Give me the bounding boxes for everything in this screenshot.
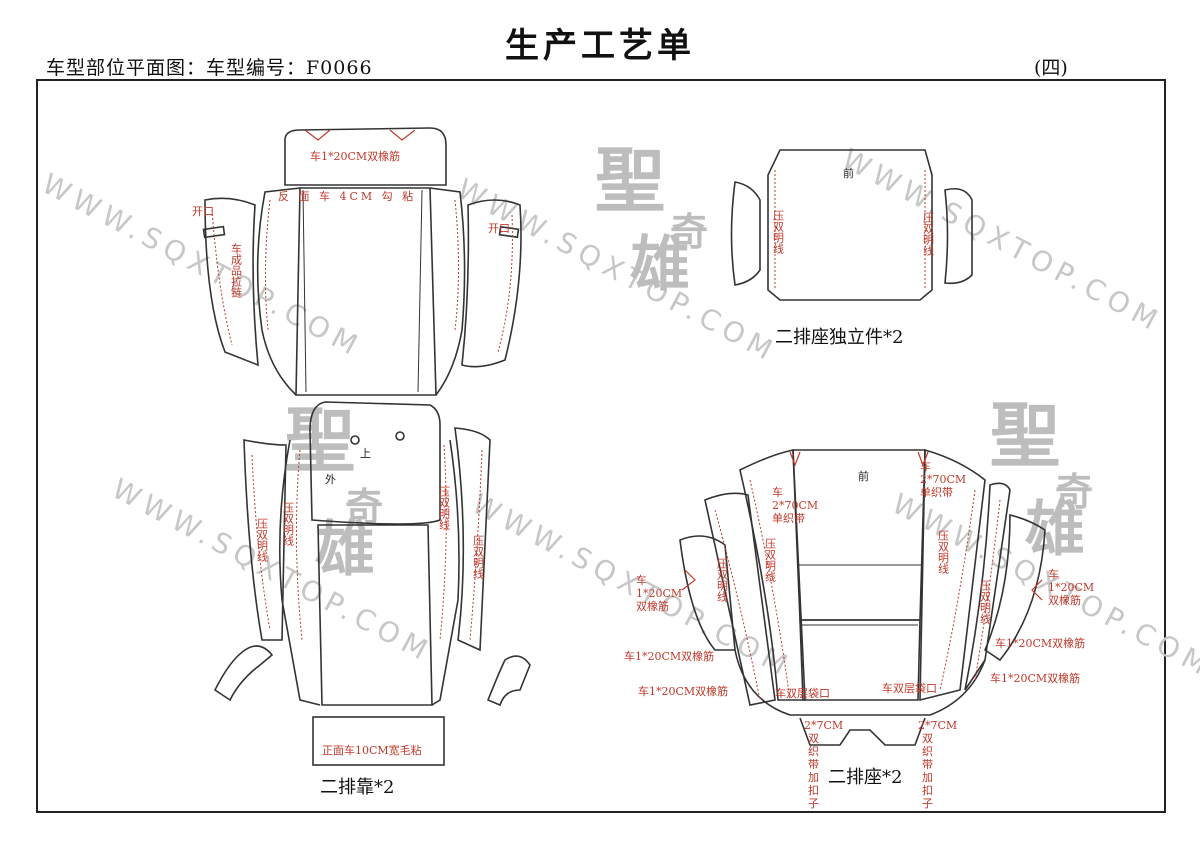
backrest-stitch-left-b: 压双明线 [256,518,269,562]
seat-strap-left: 车 2*70CM 单织带 [772,485,822,525]
seat-inner-lines [798,564,923,626]
seat-stitch-4: 压双明线 [979,580,992,624]
seat-elastic-left-3: 车1*20CM双橡筋 [638,684,728,698]
left-opening-label: 开口 [192,205,214,218]
backrest-lower-right-side [431,439,460,706]
seat-elastic-right-3: 车1*20CM双橡筋 [990,671,1080,685]
seat-caption: 二排座*2 [828,767,902,788]
outer-mark: 外 [325,473,336,486]
seat-pocket-left: 车双层袋口 [775,686,830,700]
watermark-logo-1: 聖 [595,139,665,222]
independent-left-side [730,181,761,286]
backrest-stitch-right-a: 压双明线 [438,486,451,530]
backrest-upper [202,127,522,396]
backrest-stitch-right-b: 压双明线 [472,535,485,579]
headrest-notches [304,129,416,141]
seat-right-wing [984,513,1046,662]
seat-bottom-tab [799,717,926,746]
seat-right-side-1 [919,448,986,702]
seat-front-mark: 前 [858,469,869,483]
backrest-stitch-left-a: 压双明线 [282,502,295,546]
backrest-right-wing [461,199,522,368]
seat-pocket-right: 车双层袋口 [882,681,937,695]
independent-center-panel [767,149,933,301]
backrest-upper-inner [302,189,423,393]
seat-elastic-right-1: 车 1*20CM 双橡筋 [1048,567,1098,607]
seat-stitching [714,479,1001,701]
watermark-layer: WWW.SQXTOP.COM WWW.SQXTOP.COM WWW.SQXTOP… [37,139,1200,684]
left-hole [350,435,360,445]
watermark-logo-3-small: 奇 [1055,469,1093,514]
page-title: 生产工艺单 [505,26,695,66]
seat-buckle-left: 2*7CM 双 织 带 加 扣 子 [804,719,847,810]
zipper-note: 车成品拉链 [230,242,243,298]
backrest-lower-top-panel [309,401,441,525]
page-number: (四) [1034,57,1068,79]
watermark-logo-3-sub: 雄 [1025,495,1085,565]
backrest-center-panel [295,187,437,396]
seat-bottom-curve [734,649,986,716]
seat-left-side-2 [704,492,776,706]
backrest-lower [213,401,531,766]
independent-caption: 二排座独立件*2 [775,327,903,348]
seat-left-wing [679,535,736,651]
seat-center-lower-panel [799,619,921,701]
backrest-right-strap [486,655,531,707]
backrest-left-strap [213,645,274,702]
watermark-logo-2: 聖 [285,399,355,482]
backrest-lower-stitching [251,444,483,641]
seat-elastic-left-1: 车 1*20CM 双橡筋 [636,573,686,613]
independent-piece [730,149,973,301]
seat-stitch-3: 压双明线 [937,530,950,574]
model-subtitle: 车型部位平面图：车型编号：F0066 [46,57,373,79]
seat-stitch-2: 压双明线 [716,558,729,602]
watermark-logo-1-small: 奇 [670,209,708,254]
backrest-left-side [256,187,301,396]
watermark-logo-2-sub: 雄 [315,515,375,585]
backrest-top-note: 反 面 车 4CM 勾 粘 [278,189,416,203]
independent-stitch-left: 压双明线 [772,210,785,254]
drawing-frame [36,79,1166,813]
bottom-hook-panel [312,716,445,766]
backrest-caption: 二排靠*2 [320,777,394,798]
seat-buckle-right: 2*7CM 双 织 带 加 扣 子 [918,719,961,810]
watermark-logo-3: 聖 [990,394,1060,477]
watermark-url-3: WWW.SQXTOP.COM [837,142,1168,339]
independent-right-side [944,187,973,285]
seat-stitch-1: 压双明线 [764,538,777,582]
right-opening-slot [498,225,520,239]
independent-stitching [774,170,926,290]
watermark-logo-2-small: 奇 [345,484,383,529]
backrest-right-side [429,187,466,396]
independent-stitch-right: 压双明线 [922,212,935,256]
backrest-lower-left-wing [243,439,287,641]
upper-mark: 上 [360,447,371,460]
backrest-upper-stitching [211,199,513,353]
seat-elastic-marks [681,451,1043,601]
right-hole [395,431,405,441]
right-opening-label: 开口 [488,222,510,235]
backrest-lower-right-wing [454,427,491,652]
seat-strap-right: 车 2*70CM 单织带 [920,459,970,499]
seat-pattern [679,448,1046,746]
watermark-logo-1-sub: 雄 [630,230,690,300]
bottom-hook-note: 正面车10CM宽毛粘 [322,743,422,757]
backrest-left-wing [204,197,259,367]
seat-right-side-2 [964,482,1011,691]
headrest-note: 车1*20CM双橡筋 [310,149,400,163]
headrest-panel [284,127,447,186]
independent-front-mark: 前 [843,166,854,180]
seat-elastic-left-2: 车1*20CM双橡筋 [624,649,714,663]
seat-elastic-right-2: 车1*20CM双橡筋 [995,636,1085,650]
